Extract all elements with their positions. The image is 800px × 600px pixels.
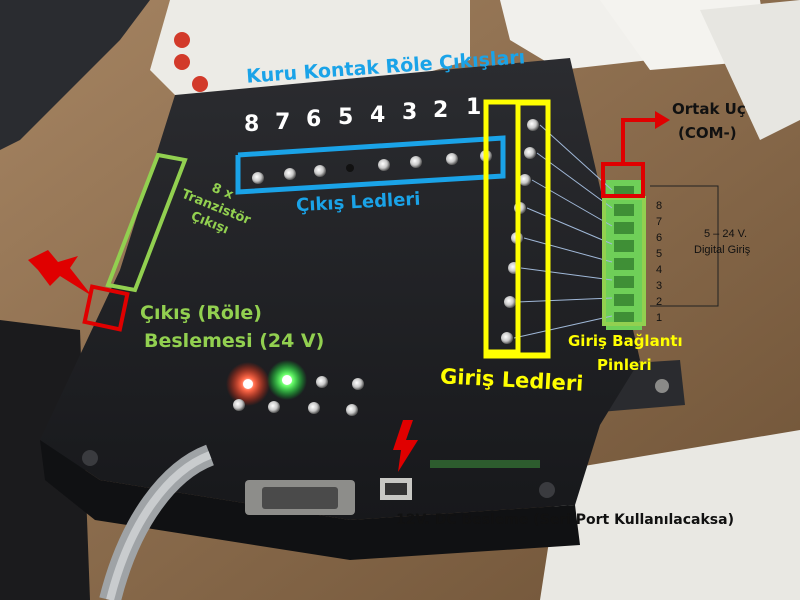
paper-logo-1 bbox=[174, 32, 190, 48]
bracket-hole bbox=[655, 379, 669, 393]
relay-supply-label-line2: Beslemesi (24 V) bbox=[144, 330, 325, 352]
laptop-corner bbox=[0, 0, 150, 150]
terminal-block-body bbox=[606, 180, 642, 330]
com-arrow-line bbox=[621, 118, 655, 164]
output-number: 8 bbox=[244, 112, 260, 137]
input-pins-label-line1: Giriş Bağlantı bbox=[568, 332, 683, 350]
pin-number: 3 bbox=[656, 280, 663, 292]
serial-port-socket bbox=[262, 487, 338, 509]
input-led bbox=[501, 332, 513, 344]
relay-supply-highlight-box bbox=[82, 284, 130, 332]
output-number: 4 bbox=[370, 103, 386, 128]
input-led bbox=[519, 174, 531, 186]
output-number: 1 bbox=[466, 95, 482, 120]
output-led-7 bbox=[284, 168, 296, 180]
paper-card-3 bbox=[700, 0, 800, 140]
pin-number: 5 bbox=[656, 248, 663, 260]
input-led bbox=[527, 119, 539, 131]
usb-cable-highlight bbox=[106, 451, 212, 600]
output-number: 6 bbox=[306, 107, 322, 132]
pin-number: 2 bbox=[656, 296, 663, 308]
screw-right bbox=[539, 482, 555, 498]
pin-number: 7 bbox=[656, 216, 663, 228]
status-led bbox=[346, 404, 358, 416]
paper-logo-3 bbox=[192, 76, 208, 92]
output-number: 2 bbox=[433, 98, 449, 123]
pin-number: 4 bbox=[656, 264, 663, 276]
status-led-cluster bbox=[226, 360, 364, 416]
input-led-column bbox=[501, 119, 539, 344]
common-label-line1: Ortak Uç bbox=[672, 100, 746, 118]
status-led bbox=[316, 376, 328, 388]
pcb-edge bbox=[430, 460, 540, 468]
output-number: 3 bbox=[402, 100, 418, 125]
output-leds-highlight-box bbox=[235, 135, 506, 195]
output-number: 5 bbox=[338, 105, 354, 130]
input-led bbox=[524, 147, 536, 159]
output-led-5 bbox=[378, 159, 390, 171]
leader-lines bbox=[513, 124, 613, 339]
screw-left bbox=[82, 450, 98, 466]
output-led-3 bbox=[446, 153, 458, 165]
green-led bbox=[282, 375, 292, 385]
ir-sensor bbox=[346, 164, 354, 172]
digital-input-label-line1: 5 – 24 V. bbox=[704, 228, 748, 240]
input-terminal-block bbox=[606, 180, 642, 330]
input-pins-label-line2: Pinleri bbox=[597, 356, 652, 374]
output-led-6 bbox=[314, 165, 326, 177]
com-arrow-head bbox=[655, 111, 670, 129]
pin-number: 8 bbox=[656, 200, 663, 212]
device-box bbox=[40, 58, 640, 520]
output-led-4 bbox=[410, 156, 422, 168]
dc-supply-label: 12V. DC Besleme (Seri Port Kullanılacaks… bbox=[396, 512, 734, 528]
digital-input-bracket bbox=[650, 185, 719, 307]
common-label-line2: (COM-) bbox=[678, 124, 737, 142]
red-led bbox=[243, 379, 253, 389]
relay-supply-label-line1: Çıkış (Röle) bbox=[140, 302, 262, 324]
paper-logo-2 bbox=[174, 54, 190, 70]
status-led bbox=[268, 401, 280, 413]
pin-number: 6 bbox=[656, 232, 663, 244]
output-number: 7 bbox=[275, 110, 291, 135]
power-connector-socket bbox=[385, 483, 407, 495]
status-led bbox=[233, 399, 245, 411]
digital-input-label-line2: Digital Giriş bbox=[694, 244, 751, 256]
input-leds-highlight-rect bbox=[483, 99, 551, 359]
lightning-bolt-icon bbox=[28, 250, 92, 296]
paper-bottom-right bbox=[540, 430, 800, 600]
status-led bbox=[308, 402, 320, 414]
output-led-8 bbox=[252, 172, 264, 184]
device-front-face bbox=[40, 440, 580, 560]
lightning-bolt-icon bbox=[393, 420, 418, 472]
pin-number: 1 bbox=[656, 312, 663, 324]
transistor-output-highlight-box bbox=[105, 152, 188, 293]
input-led bbox=[504, 296, 516, 308]
status-led bbox=[352, 378, 364, 390]
output-led-row bbox=[252, 150, 492, 184]
